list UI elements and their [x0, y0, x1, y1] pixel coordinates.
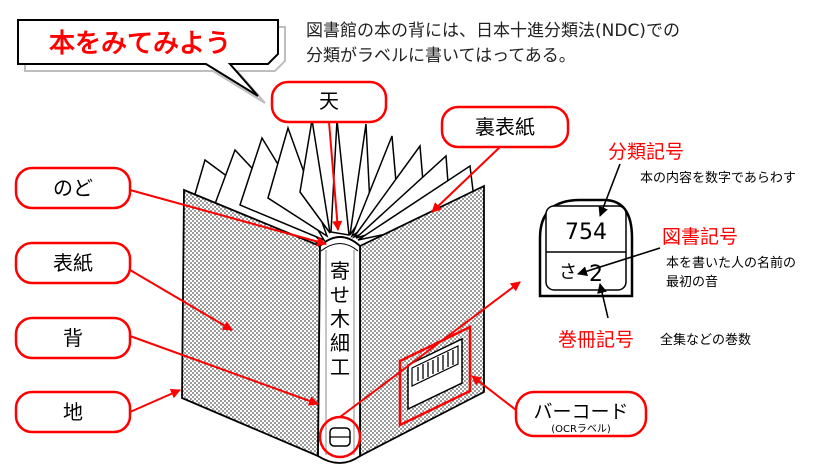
spine-char: 細	[330, 331, 350, 355]
arrow-bunrui	[598, 163, 621, 217]
intro-text: 図書館の本の背には、日本十進分類法(NDC)での 分類がラベルに書いてはってある…	[306, 19, 826, 69]
svg-text:表紙: 表紙	[53, 251, 93, 275]
spine-char: せ	[330, 283, 350, 307]
label-barcode: バーコード (OCRラベル)	[514, 390, 648, 438]
call-number-label: 754 さ 2	[538, 198, 634, 298]
kansatsu-title: 巻冊記号	[558, 329, 634, 351]
spine-title: 寄 せ 木 細 工	[330, 259, 350, 379]
arrow-barcode	[471, 375, 517, 411]
svg-text:天: 天	[319, 89, 339, 113]
svg-text:のど: のど	[53, 176, 93, 200]
arrow-call-label	[339, 281, 521, 418]
label-ten: 天	[270, 80, 388, 124]
spine-char: 木	[330, 307, 350, 331]
spine-char: 工	[330, 355, 350, 379]
svg-text:バーコード: バーコード	[533, 401, 628, 423]
label-hyoushi: 表紙	[14, 241, 132, 285]
arrow-nodo	[129, 189, 327, 247]
title-bubble: 本をみてみよう	[17, 19, 286, 104]
label-arrows	[129, 121, 521, 418]
arrow-urabyoushi	[431, 146, 501, 213]
class-number: 754	[565, 220, 607, 245]
arrow-se	[129, 335, 319, 406]
label-chi: 地	[14, 390, 132, 434]
intro-line-1: 図書館の本の背には、日本十進分類法(NDC)での	[306, 21, 680, 41]
bunrui-title: 分類記号	[608, 141, 684, 163]
tosho-title: 図書記号	[662, 226, 738, 248]
arrow-chi	[129, 389, 181, 413]
tosho-desc-1: 本を書いた人の名前の	[666, 255, 796, 271]
volume-mark: 2	[589, 262, 603, 287]
svg-text:背: 背	[63, 326, 83, 350]
label-nodo: のど	[14, 166, 132, 210]
intro-line-2: 分類がラベルに書いてはってある。	[306, 46, 576, 66]
book-spine: 寄 せ 木 細 工	[317, 236, 362, 464]
arrow-tosho	[577, 247, 661, 277]
label-se: 背	[14, 316, 132, 360]
barcode-area	[398, 325, 472, 427]
arrow-hyoushi	[129, 269, 233, 331]
arrow-kansatsu	[597, 283, 609, 319]
author-mark: さ	[559, 262, 577, 283]
page-title: 本をみてみよう	[49, 29, 231, 59]
svg-text:裏表紙: 裏表紙	[475, 115, 535, 139]
svg-text:地: 地	[63, 400, 83, 424]
bunrui-desc: 本の内容を数字であらわす	[640, 170, 796, 186]
speech-bubble-icon	[17, 19, 279, 97]
label-urabyoushi: 裏表紙	[440, 105, 570, 149]
tosho-desc-2: 最初の音	[666, 274, 718, 290]
arrow-ten	[328, 121, 343, 231]
svg-text:(OCRラベル): (OCRラベル)	[551, 423, 611, 435]
kansatsu-desc: 全集などの巻数	[660, 332, 751, 348]
call-label-arrows	[577, 163, 661, 319]
spine-char: 寄	[330, 259, 350, 283]
